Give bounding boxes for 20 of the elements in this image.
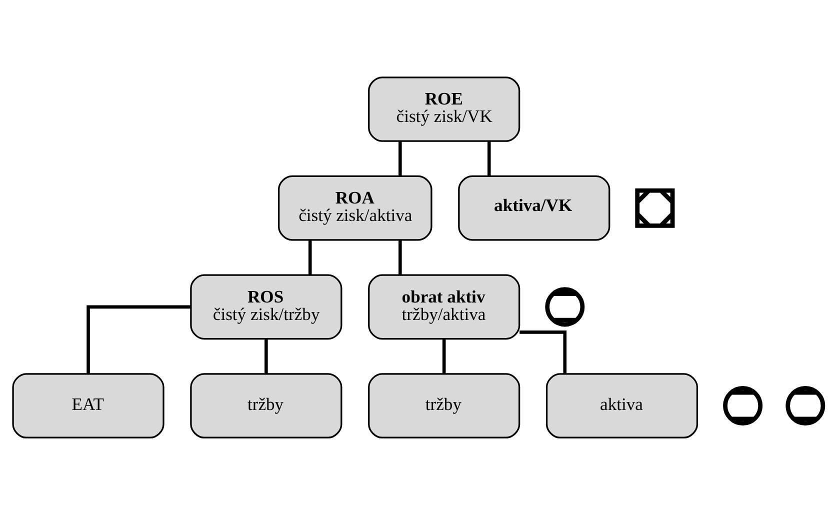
node-divide [786,386,826,426]
connector [520,330,567,374]
node-box: ROA čistý zisk/aktiva [278,174,432,240]
connector [398,240,402,274]
node-box: aktiva/VK [458,174,610,240]
connector [308,240,312,274]
node-divide [545,286,585,326]
node-box: tržby [190,372,342,438]
connector [398,141,402,176]
node-divide [723,386,763,426]
node-box: ROS čistý zisk/tržby [190,274,342,340]
node-box: tržby [368,372,520,438]
node-box: ROE čistý zisk/VK [368,76,520,142]
node-box: obrat aktiv tržby/aktiva [368,274,520,340]
node-box: EAT [12,372,164,438]
connector [442,338,446,374]
connector [487,141,491,176]
node-box: aktiva [546,372,698,438]
connector [264,338,268,374]
connector [86,304,191,373]
